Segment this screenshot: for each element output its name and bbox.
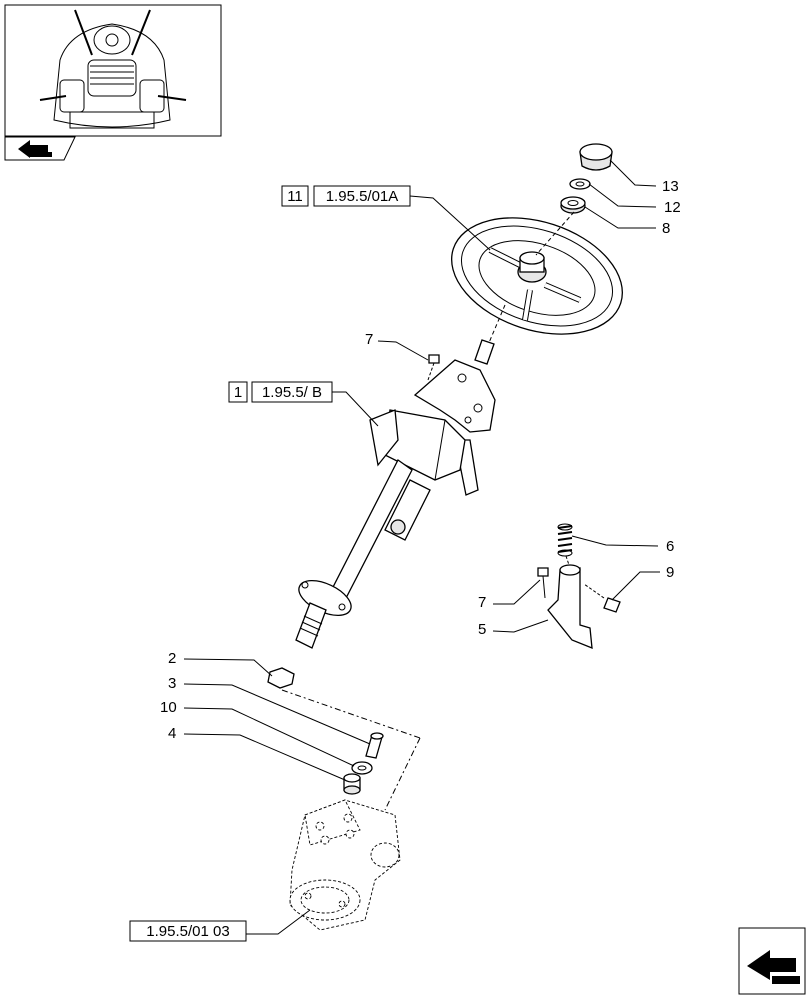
steering-unit-ref-text: 1.95.5/01 03 bbox=[146, 923, 229, 940]
svg-text:5: 5 bbox=[478, 621, 486, 638]
steering-wheel bbox=[451, 217, 623, 335]
callout-3: 3 bbox=[168, 675, 371, 745]
pin bbox=[583, 583, 621, 613]
svg-text:7: 7 bbox=[478, 594, 486, 611]
callout-8: 8 bbox=[584, 206, 670, 237]
svg-text:6: 6 bbox=[666, 538, 674, 555]
bushing-4 bbox=[343, 773, 361, 795]
washer-10 bbox=[351, 761, 373, 775]
callout-13: 13 bbox=[609, 159, 679, 195]
washer bbox=[569, 178, 591, 190]
nut bbox=[560, 196, 586, 214]
callout-2: 2 bbox=[168, 650, 273, 677]
steering-column bbox=[295, 304, 506, 649]
callout-6: 6 bbox=[571, 535, 674, 555]
callout-12: 12 bbox=[588, 183, 681, 216]
previous-page-icon[interactable] bbox=[4, 136, 76, 161]
callout-7-upper: 7 bbox=[365, 331, 429, 361]
callout-5: 5 bbox=[478, 619, 549, 638]
column-reference[interactable]: 1 1.95.5/ B bbox=[228, 381, 379, 427]
svg-text:13: 13 bbox=[662, 178, 679, 195]
steering-unit bbox=[289, 799, 401, 931]
svg-text:9: 9 bbox=[666, 564, 674, 581]
svg-text:4: 4 bbox=[168, 725, 176, 742]
cap bbox=[579, 143, 613, 171]
steering-wheel-group-number: 11 bbox=[287, 188, 303, 205]
column-group-number: 1 bbox=[234, 384, 242, 401]
steering-wheel-reference[interactable]: 11 1.95.5/01A bbox=[281, 185, 491, 251]
bolt-lower bbox=[537, 567, 549, 599]
callout-10: 10 bbox=[160, 699, 355, 767]
nut-lower bbox=[267, 667, 295, 689]
svg-text:3: 3 bbox=[168, 675, 176, 692]
steering-unit-reference[interactable]: 1.95.5/01 03 bbox=[129, 909, 311, 942]
spring bbox=[557, 523, 573, 557]
next-page-icon[interactable] bbox=[738, 927, 806, 995]
bolt-upper bbox=[427, 354, 440, 381]
steering-wheel-ref-text: 1.95.5/01A bbox=[326, 188, 399, 205]
bracket bbox=[547, 564, 593, 650]
svg-text:2: 2 bbox=[168, 650, 176, 667]
callout-4: 4 bbox=[168, 725, 346, 781]
svg-text:8: 8 bbox=[662, 220, 670, 237]
svg-text:10: 10 bbox=[160, 699, 177, 716]
callout-9: 9 bbox=[611, 564, 674, 601]
column-ref-text: 1.95.5/ B bbox=[262, 384, 322, 401]
bolt-3 bbox=[365, 732, 384, 759]
callout-7-lower: 7 bbox=[478, 579, 541, 611]
svg-text:7: 7 bbox=[365, 331, 373, 348]
tractor-cab-thumbnail[interactable] bbox=[4, 4, 222, 137]
svg-text:12: 12 bbox=[664, 199, 681, 216]
